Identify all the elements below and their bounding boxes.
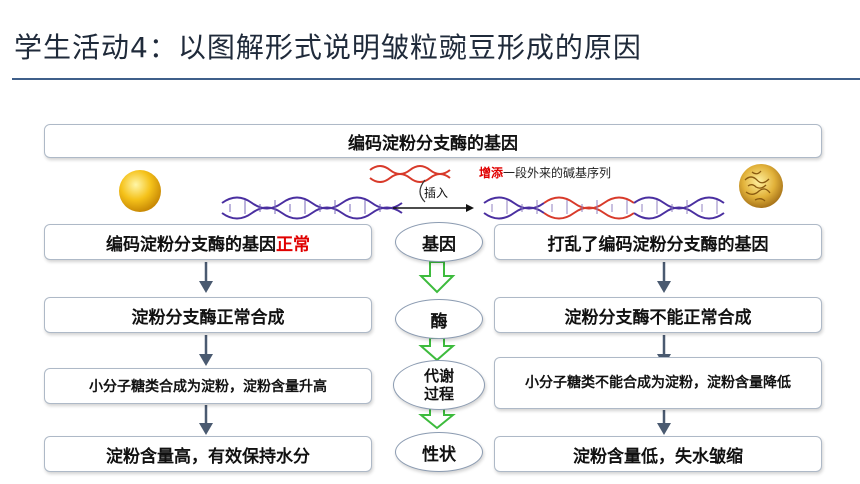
left-gene-normal-text: 编码淀粉分支酶的基因 <box>106 234 276 255</box>
right-enzyme-box: 淀粉分支酶不能正常合成 <box>494 297 822 333</box>
middle-green-arrows <box>418 261 456 430</box>
insert-label: 插入 <box>424 186 449 200</box>
right-trait-box: 淀粉含量低，失水皱缩 <box>494 436 822 472</box>
dna-helix-right <box>483 196 725 220</box>
dna-insert-fragment <box>369 165 451 183</box>
insert-note-highlight: 增添 <box>479 166 504 180</box>
left-gene-normal-highlight: 正常 <box>276 234 310 255</box>
left-metabolism-box: 小分子糖类合成为淀粉，淀粉含量升高 <box>44 368 372 404</box>
right-gene-disrupted-box: 打乱了编码淀粉分支酶的基因 <box>494 224 822 260</box>
left-gene-normal-box: 编码淀粉分支酶的基因正常 <box>44 224 372 260</box>
dna-helix-left <box>221 196 403 220</box>
middle-enzyme-pill: 酶 <box>395 299 483 339</box>
insert-note-text: 一段外来的碱基序列 <box>503 166 612 180</box>
middle-trait-pill: 性状 <box>395 432 483 472</box>
wrinkled-pea-image <box>739 164 783 208</box>
insert-note: 增添一段外来的碱基序列 <box>479 164 611 181</box>
title-underline <box>12 78 860 80</box>
smooth-pea-image <box>119 170 161 212</box>
left-flow-arrows <box>199 262 213 435</box>
middle-metabolism-pill: 代谢 过程 <box>393 360 485 410</box>
top-gene-box: 编码淀粉分支酶的基因 <box>44 124 822 158</box>
insert-curve-arrow <box>419 179 426 203</box>
right-metabolism-box: 小分子糖类不能合成为淀粉，淀粉含量降低 <box>494 357 822 409</box>
page-title: 学生活动4：以图解形式说明皱粒豌豆形成的原因 <box>14 31 642 64</box>
middle-metabolism-line1: 代谢 <box>423 367 454 385</box>
middle-gene-pill: 基因 <box>395 222 483 262</box>
left-trait-box: 淀粉含量高，有效保持水分 <box>44 436 372 472</box>
right-flow-arrows <box>657 262 671 435</box>
left-enzyme-box: 淀粉分支酶正常合成 <box>44 297 372 333</box>
middle-metabolism-line2: 过程 <box>423 385 454 403</box>
